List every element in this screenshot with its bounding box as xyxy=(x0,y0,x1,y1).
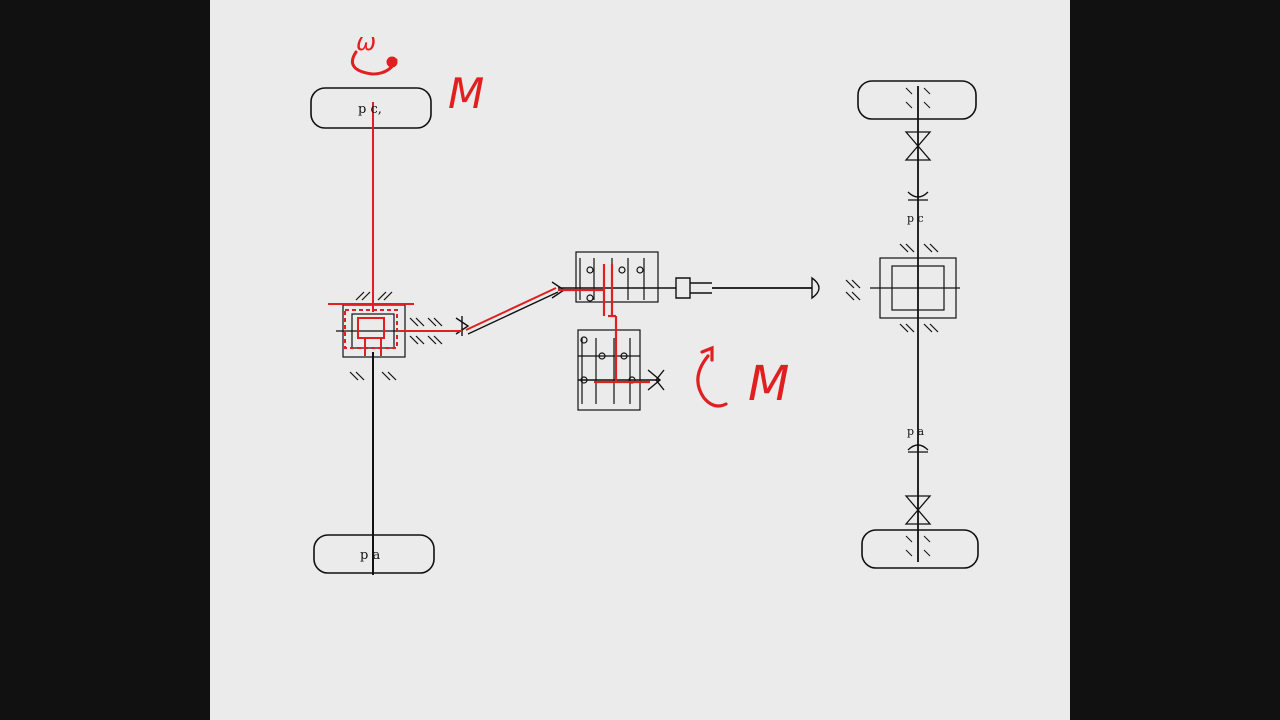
label-front-right: p c xyxy=(907,212,924,225)
right-differential xyxy=(845,243,960,333)
left-axle-highlight xyxy=(328,102,462,356)
left-differential xyxy=(336,291,443,381)
moment-arrow-gearbox xyxy=(696,345,728,408)
gearbox-highlight xyxy=(558,264,650,384)
label-rear-right: p a xyxy=(907,425,925,438)
right-front-ujoint xyxy=(904,131,932,161)
wheel-front-left xyxy=(310,87,432,129)
label-front-left: p c, xyxy=(358,102,382,117)
omega-rotation-arrow xyxy=(351,50,398,76)
omega-symbol: ω xyxy=(356,28,376,56)
wheel-rear-right xyxy=(861,529,979,569)
rear-coupling xyxy=(675,277,712,299)
moment-label-gearbox: M xyxy=(748,356,789,412)
right-rear-ujoint xyxy=(904,495,932,525)
left-ujoint xyxy=(455,316,470,336)
label-rear-left: p a xyxy=(360,548,380,563)
right-driveline xyxy=(675,276,820,300)
wheel-front-right xyxy=(857,80,977,120)
moment-label-wheel: M xyxy=(448,69,484,118)
right-axle xyxy=(845,80,979,569)
propeller-shaft xyxy=(465,281,566,335)
